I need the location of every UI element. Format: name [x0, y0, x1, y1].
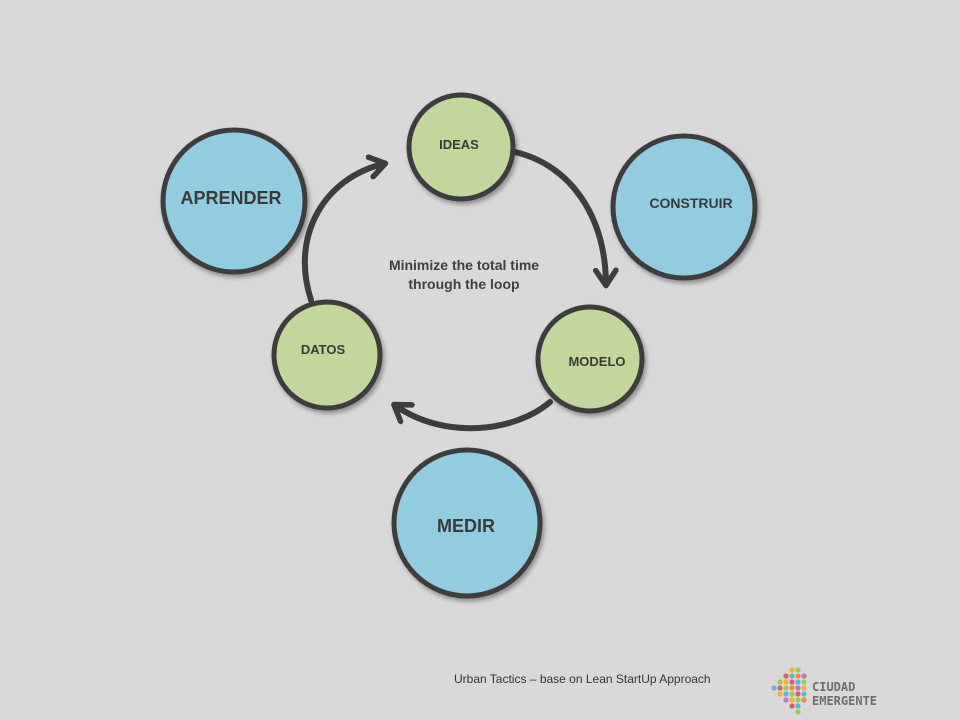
arrow-ideas-to-modelo [512, 149, 606, 283]
arrow-datos-to-ideas [301, 164, 383, 303]
node-datos [271, 299, 383, 411]
node-ideas-label: IDEAS [439, 137, 479, 152]
node-aprender-label: APRENDER [180, 188, 281, 208]
node-construir [610, 133, 758, 281]
logo-word-ciudad: CIUDAD [812, 680, 855, 694]
node-modelo-label: MODELO [568, 354, 625, 369]
logo-word-emergente: EMERGENTE [812, 694, 877, 708]
node-modelo [535, 304, 645, 414]
node-datos-label: DATOS [301, 342, 346, 357]
node-construir-label: CONSTRUIR [649, 195, 732, 211]
arrow-modelo-to-datos [396, 399, 553, 432]
node-ideas [406, 92, 516, 202]
node-aprender [160, 127, 308, 275]
footer-caption: Urban Tactics – base on Lean StartUp App… [454, 672, 711, 686]
node-medir-label: MEDIR [437, 516, 495, 536]
center-caption: Minimize the total time through the loop [388, 257, 540, 292]
ciudad-emergente-logo: CIUDAD EMERGENTE [771, 667, 877, 715]
logo-dots-icon [771, 667, 807, 715]
node-medir [391, 447, 543, 599]
